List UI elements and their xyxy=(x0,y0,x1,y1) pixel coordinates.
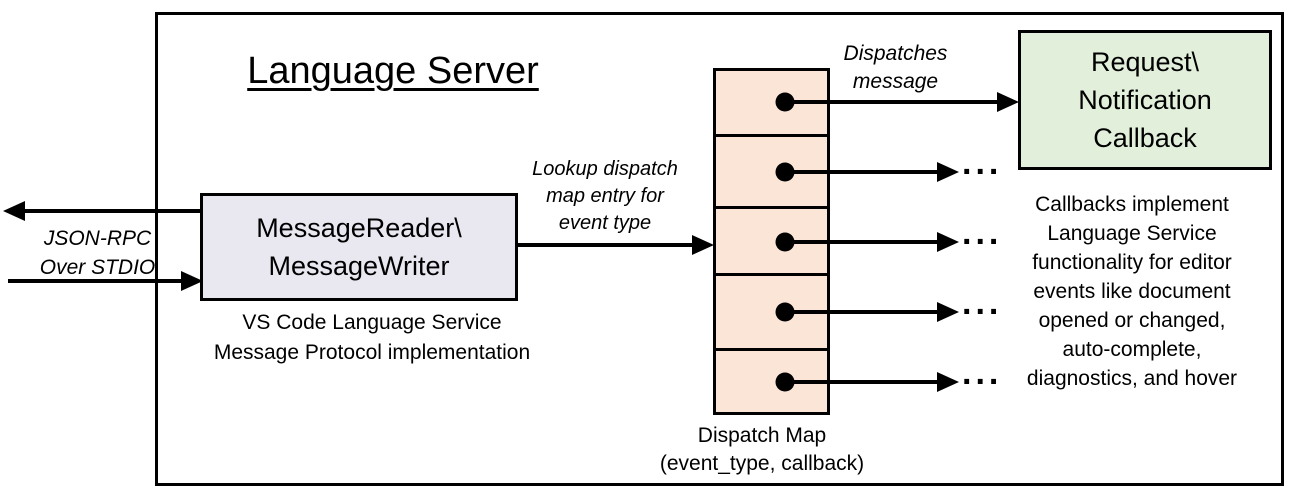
dispatch-map-divider xyxy=(713,273,830,276)
dispatch-map xyxy=(713,68,830,415)
reader-caption: VS Code Language Service Message Protoco… xyxy=(213,311,531,364)
request-notification-callback-box: Request\ Notification Callback xyxy=(1018,30,1272,170)
lookup-dispatch-label: Lookup dispatch map entry for event type xyxy=(532,158,678,234)
diagram-title: Language Server xyxy=(247,50,539,92)
dispatch-map-divider xyxy=(713,206,830,209)
callback-box-line2: Notification xyxy=(1078,85,1212,115)
reader-box-line1: MessageReader\ xyxy=(256,213,462,243)
callback-box-line3: Callback xyxy=(1093,123,1197,153)
reader-box-line2: MessageWriter xyxy=(268,251,450,281)
callback-box-line1: Request\ xyxy=(1090,47,1200,77)
dispatch-map-divider xyxy=(713,348,830,351)
dispatches-message-label: Dispatches message xyxy=(843,42,948,93)
ellipsis-row3: ... xyxy=(962,214,1003,252)
ellipsis-row2: ... xyxy=(962,144,1003,182)
ellipsis-row5: ... xyxy=(962,354,1003,392)
stdio-out-arrowhead-icon xyxy=(3,201,25,221)
message-reader-writer-box: MessageReader\ MessageWriter xyxy=(200,193,518,301)
json-rpc-stdio-label: JSON-RPC Over STDIO xyxy=(39,227,156,279)
dispatch-map-caption: Dispatch Map (event_type, callback) xyxy=(659,424,865,475)
callbacks-note: Callbacks implement Language Service fun… xyxy=(1026,193,1238,390)
dispatch-map-divider xyxy=(713,134,830,137)
language-server-box xyxy=(155,12,1284,486)
ellipsis-row4: ... xyxy=(962,284,1003,322)
